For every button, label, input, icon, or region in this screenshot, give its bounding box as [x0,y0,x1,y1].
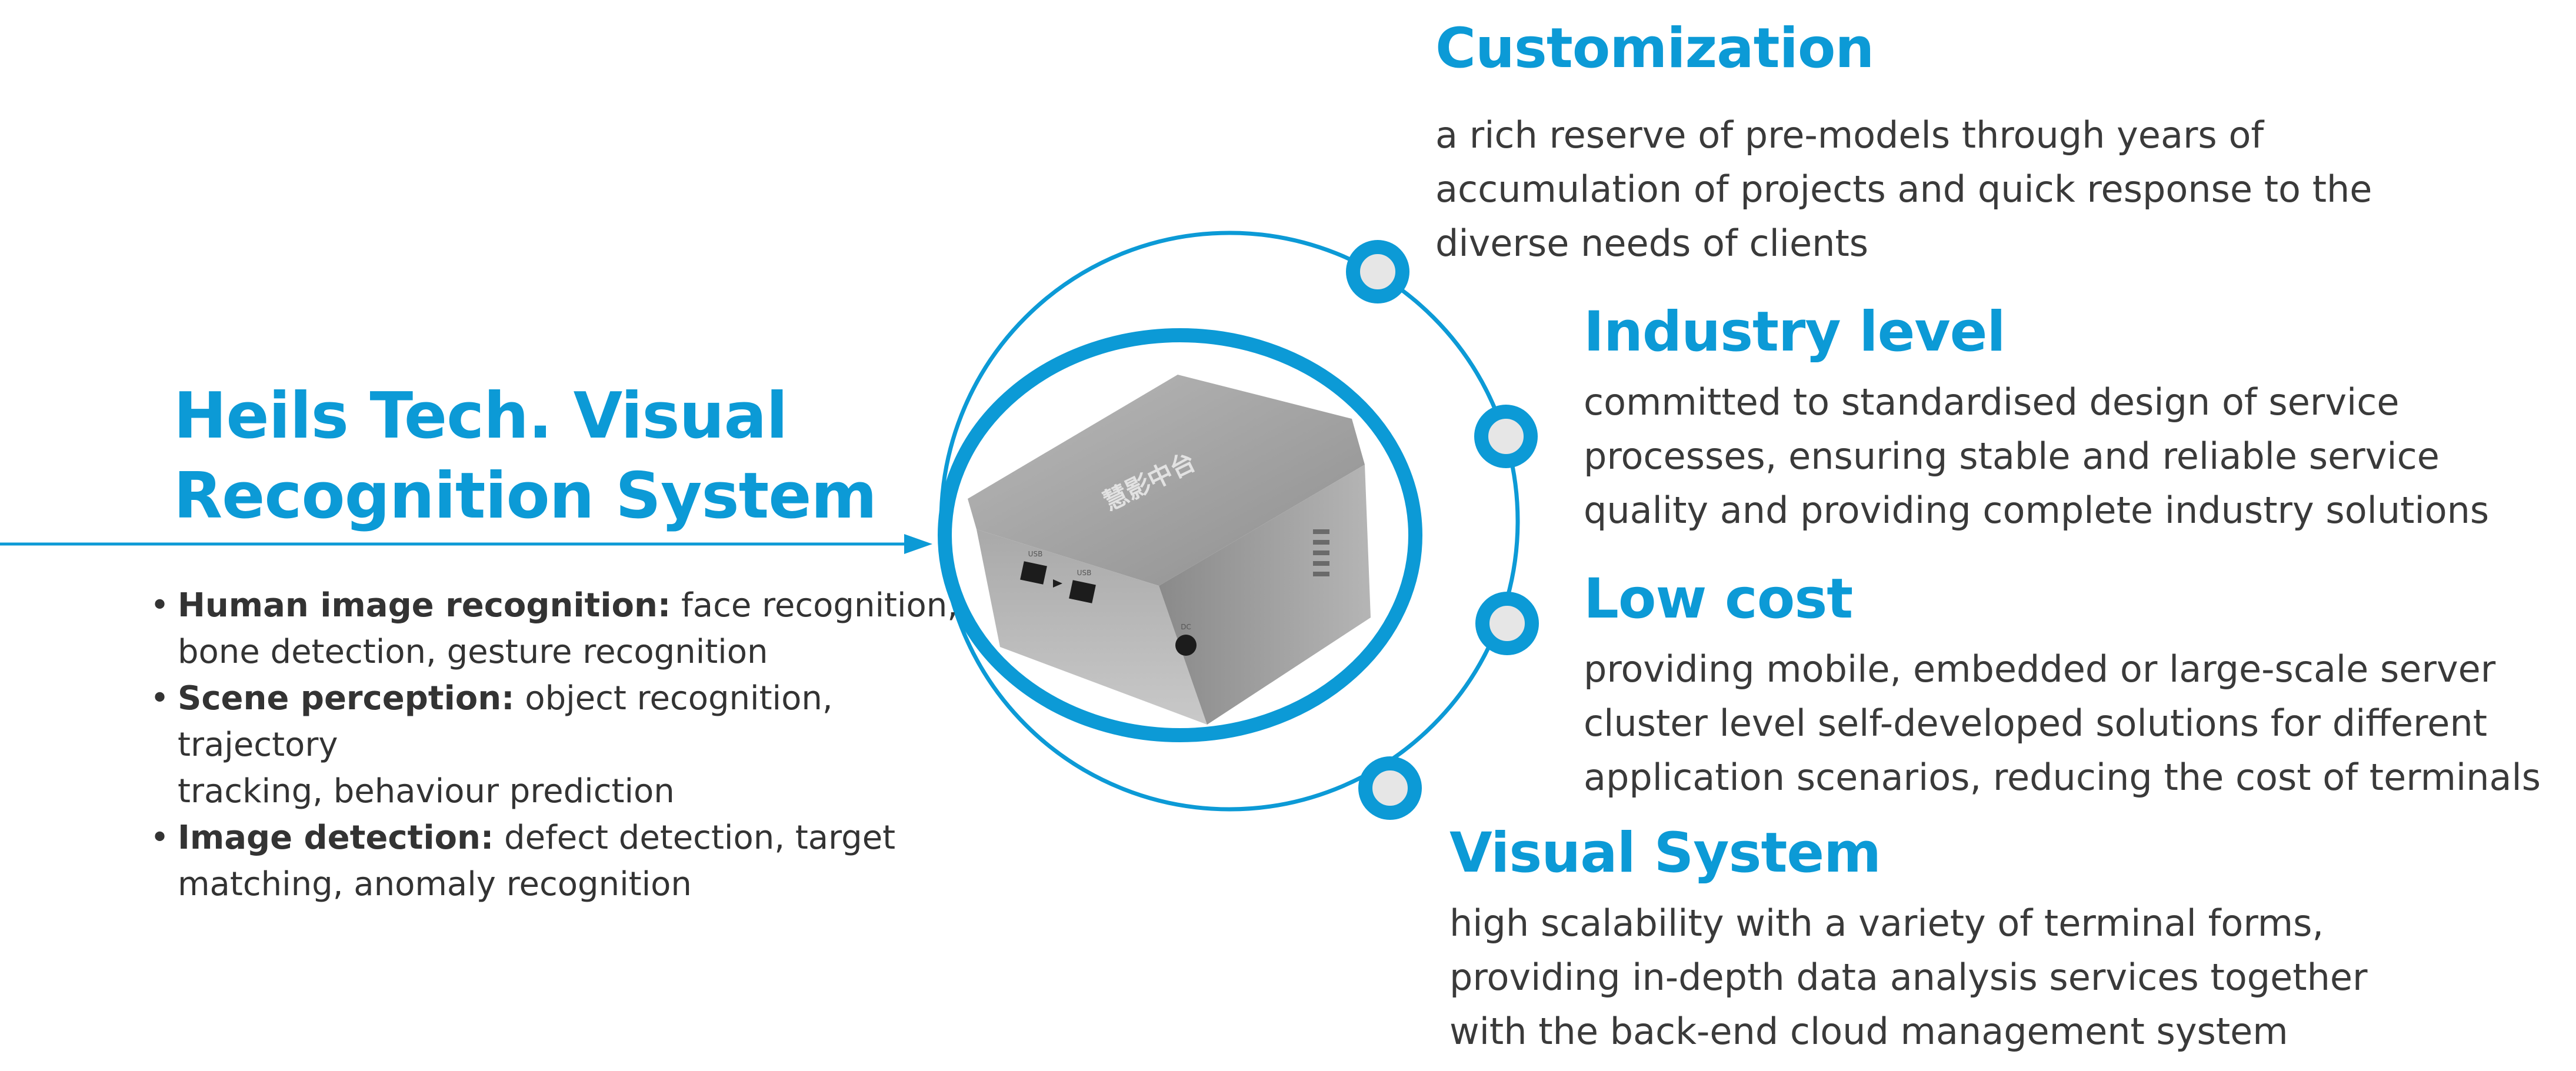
device-port-label-3: DC [1181,623,1191,631]
feature-title: Visual System [1449,821,1881,885]
feature-desc-line: accumulation of projects and quick respo… [1435,168,2372,211]
feature-desc-line: quality and providing complete industry … [1584,489,2490,532]
connector-arrow [0,534,932,554]
feature-description: high scalability with a variety of termi… [1449,896,2497,1059]
vent-grille [1313,529,1329,576]
feature-desc-line: high scalability with a variety of termi… [1449,902,2324,945]
feature-title: Low cost [1584,567,1853,631]
page-title: Heils Tech. Visual Recognition System [174,376,879,536]
usb-port-1 [1020,561,1047,585]
capability-desc: tracking, behaviour prediction [178,772,675,810]
device-port-label-2: USB [1077,569,1092,577]
title-line-2: Recognition System [174,459,877,533]
node-customization [1346,240,1409,303]
capability-item-human-image: • Human image recognition: face recognit… [150,582,962,675]
capability-item-image-detection: • Image detection: defect detection, tar… [150,815,962,907]
capability-label: Image detection: [178,819,494,857]
feature-desc-line: cluster level self-developed solutions f… [1584,702,2488,745]
feature-description: committed to standardised design of serv… [1584,375,2572,538]
node-industry-level [1474,405,1538,468]
feature-low-cost: Low cost providing mobile, embedded or l… [1584,565,2572,805]
feature-visual-system: Visual System high scalability with a va… [1449,819,2497,1059]
power-jack [1175,635,1197,656]
bullet-dot: • [150,679,170,718]
feature-title: Industry level [1584,300,2006,364]
play-indicator-icon [1053,579,1062,588]
capability-item-scene-perception: • Scene perception: object recognition, … [150,675,962,815]
capability-label: Scene perception: [178,679,515,718]
title-line-1: Heils Tech. Visual [174,379,788,453]
capability-desc: matching, anomaly recognition [178,865,692,903]
feature-desc-line: application scenarios, reducing the cost… [1584,756,2541,799]
feature-customization: Customization a rich reserve of pre-mode… [1435,14,2482,271]
feature-industry-level: Industry level committed to standardised… [1584,298,2572,538]
feature-desc-line: a rich reserve of pre-models through yea… [1435,114,2264,156]
feature-desc-line: diverse needs of clients [1435,222,1869,265]
feature-desc-line: processes, ensuring stable and reliable … [1584,435,2440,478]
capability-desc: object recognition, trajectory [178,679,833,764]
usb-port-2 [1069,580,1096,603]
feature-title: Customization [1435,16,1874,81]
node-visual-system [1358,756,1422,820]
capability-label: Human image recognition: [178,586,671,625]
bullet-dot: • [150,819,170,857]
capability-desc: bone detection, gesture recognition [178,633,768,671]
capability-desc: defect detection, target [494,819,896,857]
device-image: 慧影中台 USB USB DC [968,375,1371,725]
feature-description: providing mobile, embedded or large-scal… [1584,642,2572,805]
node-low-cost [1475,592,1539,655]
bullet-dot: • [150,586,170,625]
capability-desc: face recognition, [671,586,958,625]
device-port-label-1: USB [1028,550,1043,558]
feature-description: a rich reserve of pre-models through yea… [1435,108,2482,271]
feature-desc-line: providing in-depth data analysis service… [1449,956,2368,999]
feature-desc-line: committed to standardised design of serv… [1584,381,2400,423]
feature-desc-line: providing mobile, embedded or large-scal… [1584,648,2496,690]
capability-list: • Human image recognition: face recognit… [150,582,962,907]
feature-desc-line: with the back-end cloud management syste… [1449,1010,2288,1053]
